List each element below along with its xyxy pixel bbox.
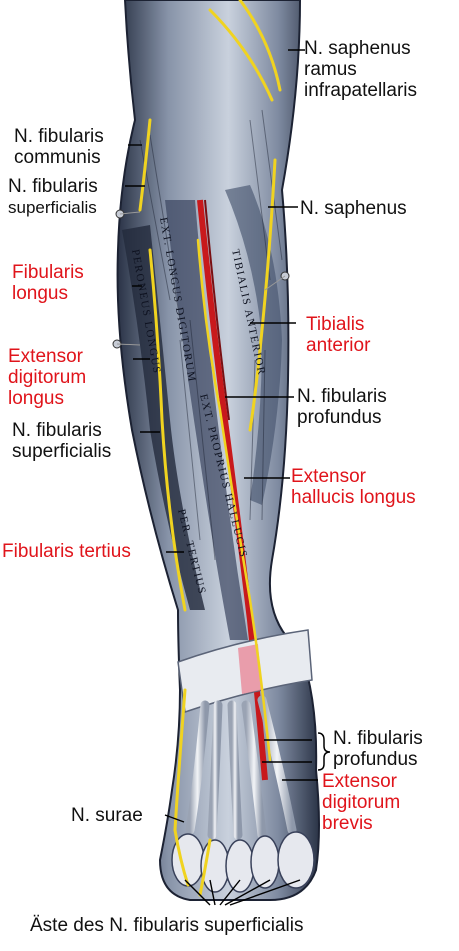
label-saphenus-infrapatellaris: N. saphenus ramus infrapatellaris <box>304 38 417 101</box>
pins <box>112 209 290 349</box>
label-tibialis-anterior: Tibialis anterior <box>306 314 371 356</box>
label-surae: N. surae <box>71 805 143 826</box>
label-saphenus: N. saphenus <box>300 198 407 219</box>
label-extensor-digitorum-brevis: Extensor digitorum brevis <box>322 771 401 834</box>
label-fibularis-longus: Fibularis longus <box>12 262 84 304</box>
label-aeste: Äste des N. fibularis superficialis <box>30 915 304 936</box>
label-fibularis-profundus: N. fibularis profundus <box>297 386 387 428</box>
toes <box>171 831 315 893</box>
peroneus-band <box>122 225 205 610</box>
tendons <box>185 695 297 840</box>
label-fibularis-tertius: Fibularis tertius <box>2 541 131 562</box>
brace <box>317 732 331 771</box>
label-extensor-hallucis-longus: Extensor hallucis longus <box>291 466 416 508</box>
leader-lines <box>125 49 318 906</box>
label-extensor-digitorum-longus: Extensor digitorum longus <box>8 346 87 409</box>
label-fibularis-communis: N. fibularis communis <box>14 126 104 168</box>
label-fibularis-profundus-foot: N. fibularis profundus <box>333 728 423 770</box>
ext-digitorum-band <box>165 200 248 640</box>
label-fibularis-superficialis-top: N. fibularis superficialis <box>8 176 98 217</box>
label-fibularis-superficialis-mid: N. fibularis superficialis <box>12 420 112 462</box>
